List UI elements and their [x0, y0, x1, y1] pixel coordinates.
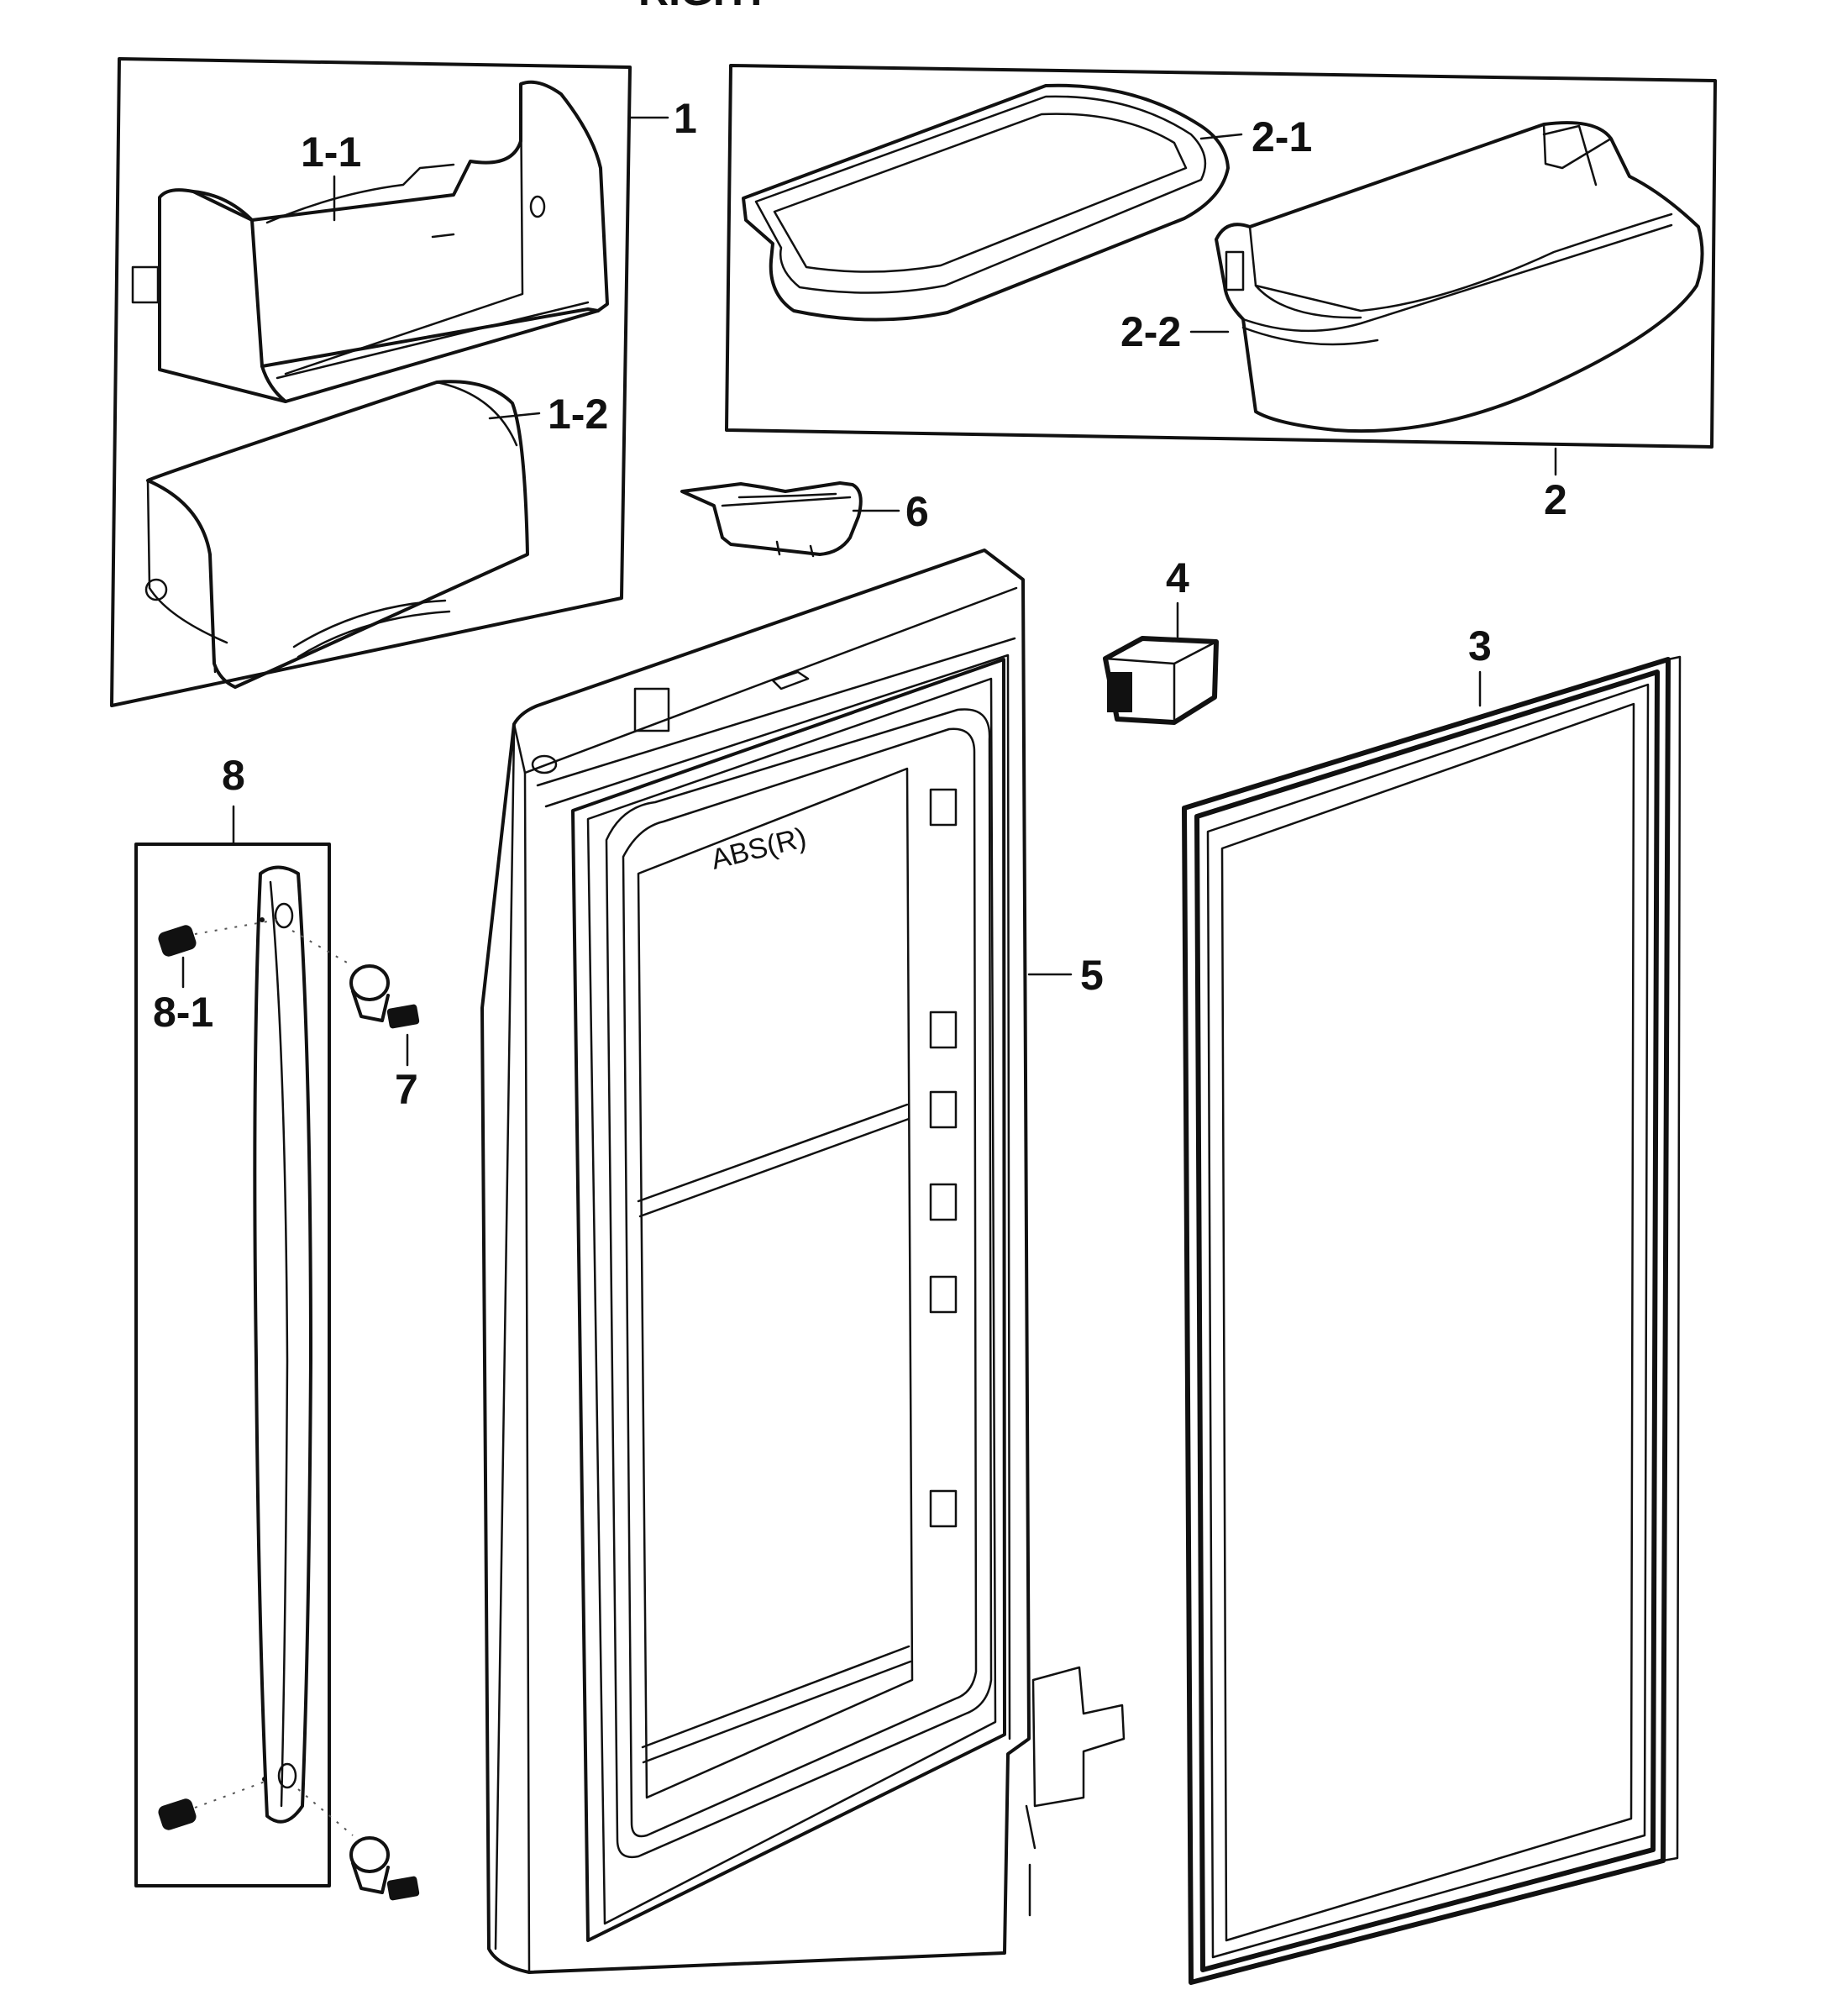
- callout-1-2: 1-2: [548, 391, 608, 438]
- callout-2: 2: [1544, 476, 1567, 523]
- callout-8: 8: [222, 752, 245, 799]
- callout-3: 3: [1468, 622, 1492, 669]
- callout-2-1: 2-1: [1252, 113, 1312, 160]
- callout-1: 1: [674, 95, 697, 142]
- door-bin-clips: [929, 788, 958, 1528]
- part-5-door-assembly[interactable]: ABS(R): [480, 549, 1126, 1974]
- part-2-1-guard-frame[interactable]: [742, 83, 1230, 322]
- group-8-box: [134, 805, 354, 1887]
- group-1-box: [110, 57, 669, 707]
- header-partial-text: RIGHT: [638, 0, 769, 14]
- part-4-switch[interactable]: [1103, 601, 1219, 725]
- leader-1-2: [488, 412, 541, 420]
- callout-5: 5: [1080, 952, 1104, 999]
- callout-4: 4: [1166, 554, 1189, 601]
- part-3-door-gasket[interactable]: [1182, 655, 1682, 1985]
- part-8-1-set-screw[interactable]: [156, 923, 197, 1832]
- part-7-handle-stud[interactable]: [349, 964, 420, 1901]
- part-1-1-door-bin[interactable]: [131, 80, 609, 403]
- door-material-marking: ABS(R): [708, 822, 810, 876]
- callout-8-1: 8-1: [153, 989, 213, 1036]
- callout-7: 7: [395, 1066, 418, 1113]
- part-8-handle[interactable]: [253, 865, 312, 1824]
- callout-6: 6: [905, 488, 929, 535]
- leader-2-1: [1199, 133, 1243, 140]
- group-2-box: [725, 64, 1717, 476]
- part-1-2-bin-cover[interactable]: [144, 380, 529, 689]
- part-2-2-door-bin[interactable]: [1215, 121, 1704, 433]
- part-6-door-cover[interactable]: [680, 481, 900, 558]
- callout-2-2: 2-2: [1120, 308, 1181, 355]
- callout-1-1: 1-1: [301, 129, 361, 176]
